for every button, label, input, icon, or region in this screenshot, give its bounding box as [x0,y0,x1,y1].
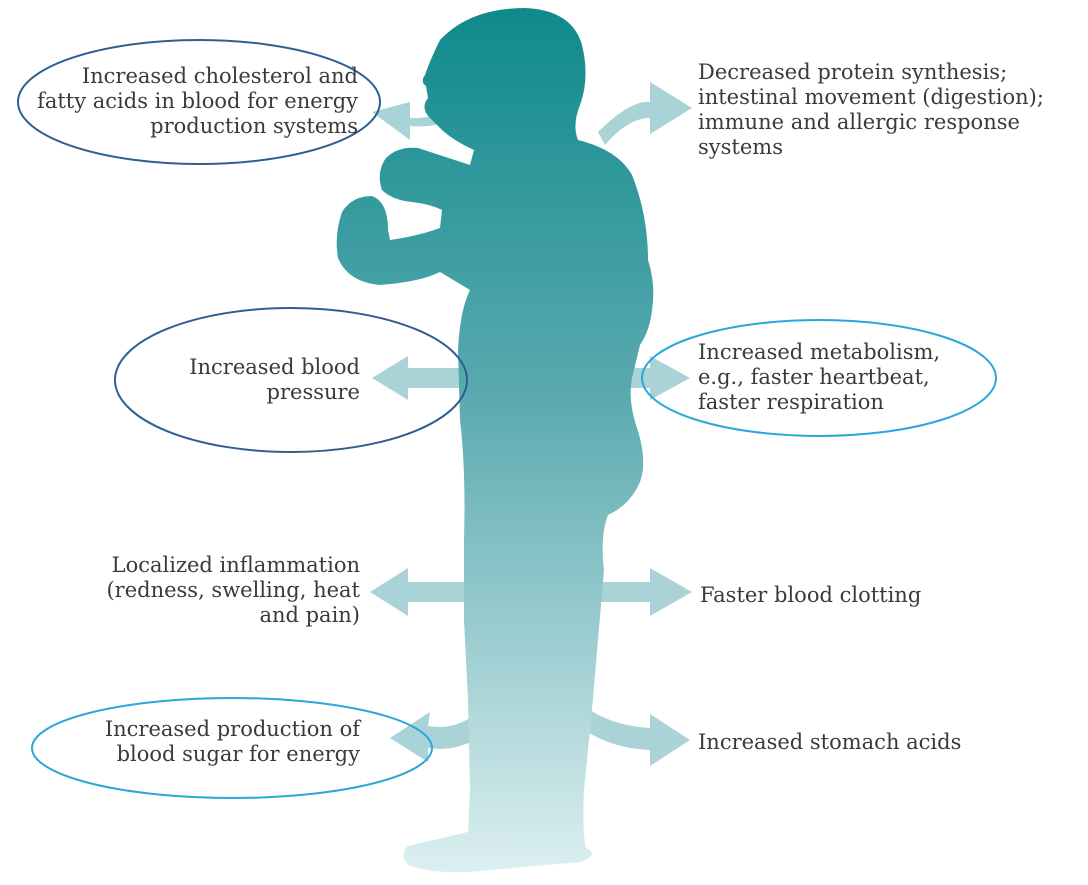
human-silhouette [336,8,654,873]
label-cholesterol-line-1: Increased cholesterol and [81,64,358,88]
label-inflammation-line-1: Localized inflammation [111,553,360,577]
label-protein-line-4: systems [698,135,783,159]
label-stomach-line-1: Increased stomach acids [698,730,962,754]
label-protein-line-2: intestinal movement (digestion); [698,85,1044,109]
ellipse-blood-pressure [114,307,468,453]
label-blood-sugar-line-1: Increased production of [104,717,360,741]
label-cholesterol-line-2: fatty acids in blood for energy [37,89,358,113]
highlight-ellipses [17,39,997,799]
label-blood-sugar: Increased production of blood sugar for … [60,717,360,767]
label-protein-line-3: immune and allergic response [698,110,1020,134]
label-clotting-line-1: Faster blood clotting [700,583,922,607]
label-inflammation: Localized inflammation (redness, swellin… [60,553,360,628]
label-blood-pressure-line-2: pressure [266,380,360,404]
arrow-inflammation [370,568,470,616]
arrow-stomach [585,710,690,766]
arrow-protein [598,82,692,145]
label-blood-sugar-line-2: blood sugar for energy [116,742,360,766]
arrow-blood-sugar [390,712,478,762]
label-stomach: Increased stomach acids [698,730,998,755]
label-metabolism: Increased metabolism, e.g., faster heart… [698,340,998,415]
ellipse-cholesterol [17,39,381,165]
label-blood-pressure: Increased blood pressure [160,355,360,405]
label-protein-line-1: Decreased protein synthesis; [698,60,1008,84]
label-cholesterol: Increased cholesterol and fatty acids in… [8,64,358,139]
arrow-cholesterol [372,95,478,140]
label-clotting: Faster blood clotting [700,583,1000,608]
label-metabolism-line-2: e.g., faster heartbeat, [698,365,930,389]
arrow-clotting [600,568,692,616]
label-protein: Decreased protein synthesis; intestinal … [698,60,1083,160]
arrow-metabolism [610,356,690,400]
label-metabolism-line-1: Increased metabolism, [698,340,941,364]
ellipse-metabolism [641,319,997,437]
arrows [370,82,692,766]
label-inflammation-line-2: (redness, swelling, heat [106,578,360,602]
label-metabolism-line-3: faster respiration [698,390,884,414]
label-blood-pressure-line-1: Increased blood [189,355,360,379]
label-inflammation-line-3: and pain) [259,603,360,627]
ellipse-blood-sugar [31,697,433,799]
arrow-blood-pressure [372,356,468,400]
label-cholesterol-line-3: production systems [150,114,358,138]
